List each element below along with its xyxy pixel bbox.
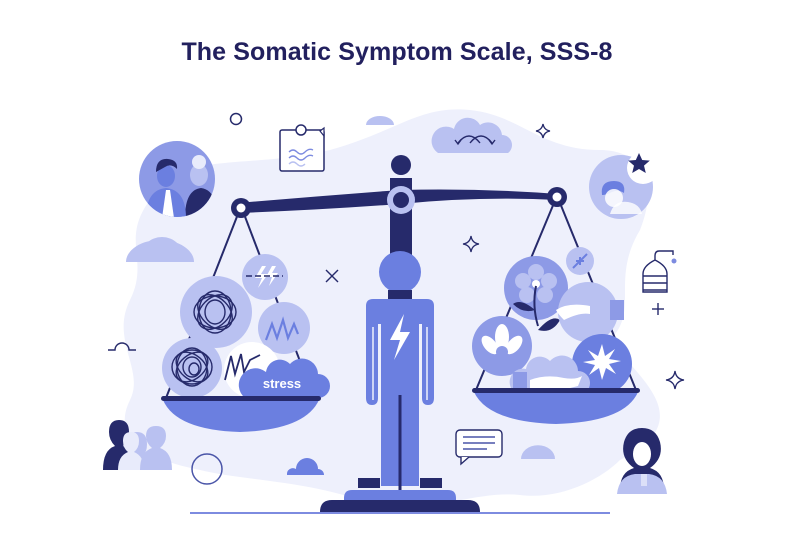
zigzag-pulse-icon — [224, 353, 261, 381]
chat-bubble-icon — [455, 429, 503, 466]
cloud-icon — [366, 116, 394, 125]
tangled-thread-bubble — [180, 276, 252, 348]
lotus-icon — [481, 324, 523, 358]
cloud-arrows-icon — [431, 117, 513, 153]
tangled-thread-icon — [171, 347, 213, 387]
woman-avatar — [617, 428, 667, 494]
family-silhouette — [103, 420, 172, 470]
stress-cloud — [238, 358, 330, 398]
helping-hand-icon — [556, 300, 624, 320]
cross-icon — [325, 269, 339, 283]
lightning-bolt-icon — [246, 266, 283, 288]
lightning-bolt-icon — [390, 314, 410, 360]
star-icon — [628, 153, 650, 173]
sparkle-icon — [535, 123, 551, 139]
kettlebell-icon — [642, 250, 677, 293]
scale-base — [320, 478, 480, 512]
left-pan-contents: stress — [162, 254, 330, 398]
hill-icon — [108, 342, 136, 351]
stress-label: stress — [263, 376, 301, 391]
scale-knob — [391, 155, 411, 175]
sparkle-icon — [462, 235, 480, 253]
person-head — [379, 251, 421, 293]
zigzag-wave-bubble — [258, 302, 310, 354]
cloud-icon — [521, 445, 555, 459]
sparkle-star-icon — [583, 344, 621, 380]
zigzag-wave-icon — [264, 316, 300, 342]
right-scale-pan — [472, 388, 640, 424]
circle-outline-icon — [229, 112, 243, 126]
cloud-icon — [286, 458, 324, 475]
tangled-thread-bubble — [162, 338, 222, 398]
right-pan-contents — [472, 247, 632, 395]
helping-hand-icon — [513, 372, 582, 391]
couple-avatar — [139, 141, 215, 217]
plus-icon — [652, 303, 664, 315]
central-person-figure — [366, 251, 434, 490]
note-card-icon — [279, 124, 325, 172]
person-star-avatar — [589, 152, 659, 219]
left-scale-pan — [161, 396, 321, 432]
tangled-thread-icon — [193, 290, 237, 334]
person-body — [366, 299, 434, 486]
cloud-icon — [126, 240, 194, 262]
sparkle-icon — [665, 370, 685, 390]
arrows-icon — [572, 253, 588, 269]
page-title: The Somatic Symptom Scale, SSS-8 — [181, 38, 613, 66]
circle-outline-icon — [191, 453, 223, 485]
flower-icon — [513, 264, 560, 331]
